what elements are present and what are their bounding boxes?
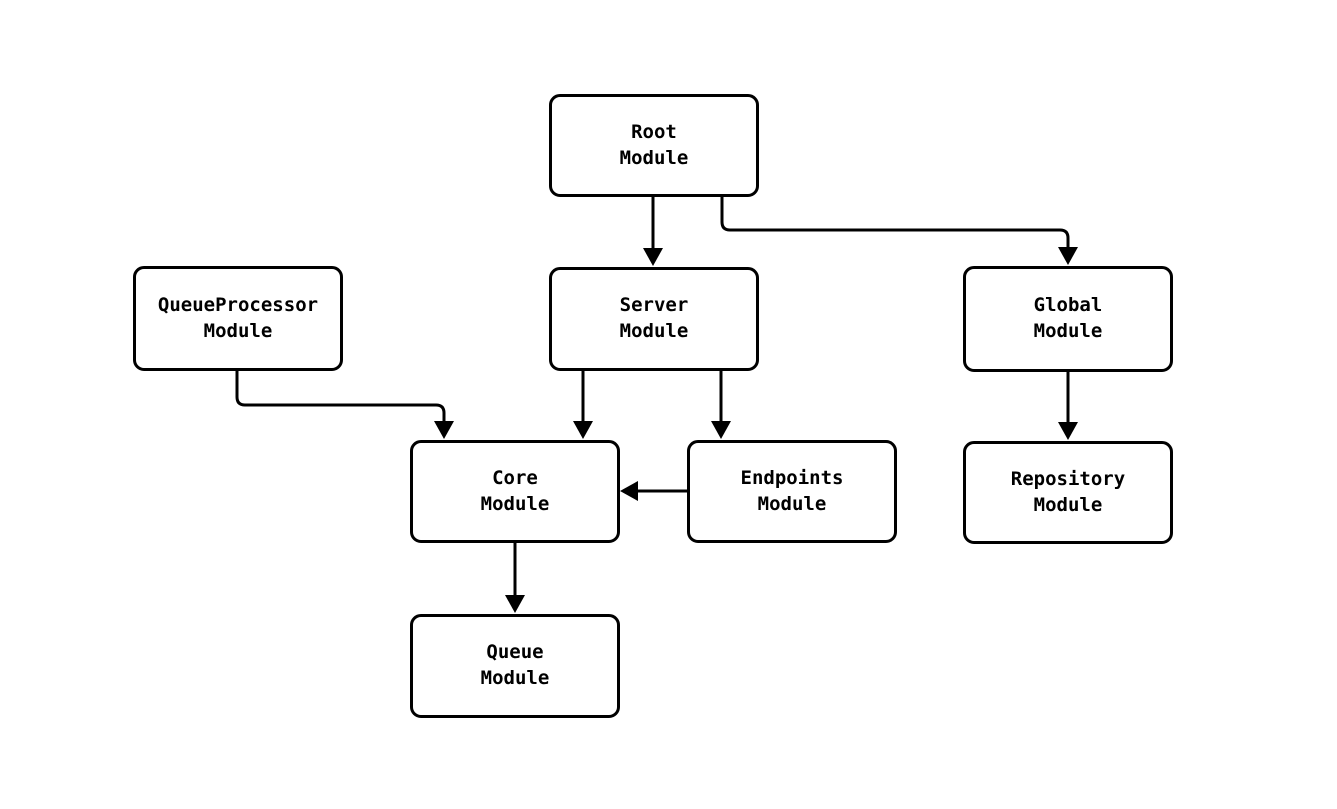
node-global-module-label: Global Module xyxy=(1033,294,1103,342)
node-global-module[interactable]: Global Module xyxy=(963,266,1173,372)
node-core-module-label: Core Module xyxy=(480,466,550,515)
node-queueprocessor-module-label: QueueProcessor Module xyxy=(157,293,319,342)
node-core-module[interactable]: Core Module xyxy=(410,440,620,543)
node-server-module-label: Server Module xyxy=(619,294,689,342)
edge-root-to-global xyxy=(720,197,1078,265)
node-queue-module-label: Queue Module xyxy=(480,641,550,689)
edge-endpoints-to-core xyxy=(620,481,687,501)
edge-server-to-core xyxy=(573,371,593,439)
edge-server-to-endpoints xyxy=(711,371,731,439)
node-repository-module[interactable]: Repository Module xyxy=(963,441,1173,544)
node-endpoints-module[interactable]: Endpoints Module xyxy=(687,440,897,543)
edge-global-to-repository xyxy=(1058,372,1078,440)
node-queueprocessor-module[interactable]: QueueProcessor Module xyxy=(133,266,343,371)
edge-root-to-server xyxy=(643,197,663,266)
node-root-module-label: Root Module xyxy=(619,120,689,169)
node-repository-module-label: Repository Module xyxy=(1010,467,1126,516)
edge-core-to-queue xyxy=(505,543,525,613)
node-queue-module[interactable]: Queue Module xyxy=(410,614,620,718)
node-endpoints-module-label: Endpoints Module xyxy=(740,466,844,515)
edge-queueprocessor-to-core xyxy=(235,371,454,439)
node-root-module[interactable]: Root Module xyxy=(549,94,759,197)
node-server-module[interactable]: Server Module xyxy=(549,267,759,371)
